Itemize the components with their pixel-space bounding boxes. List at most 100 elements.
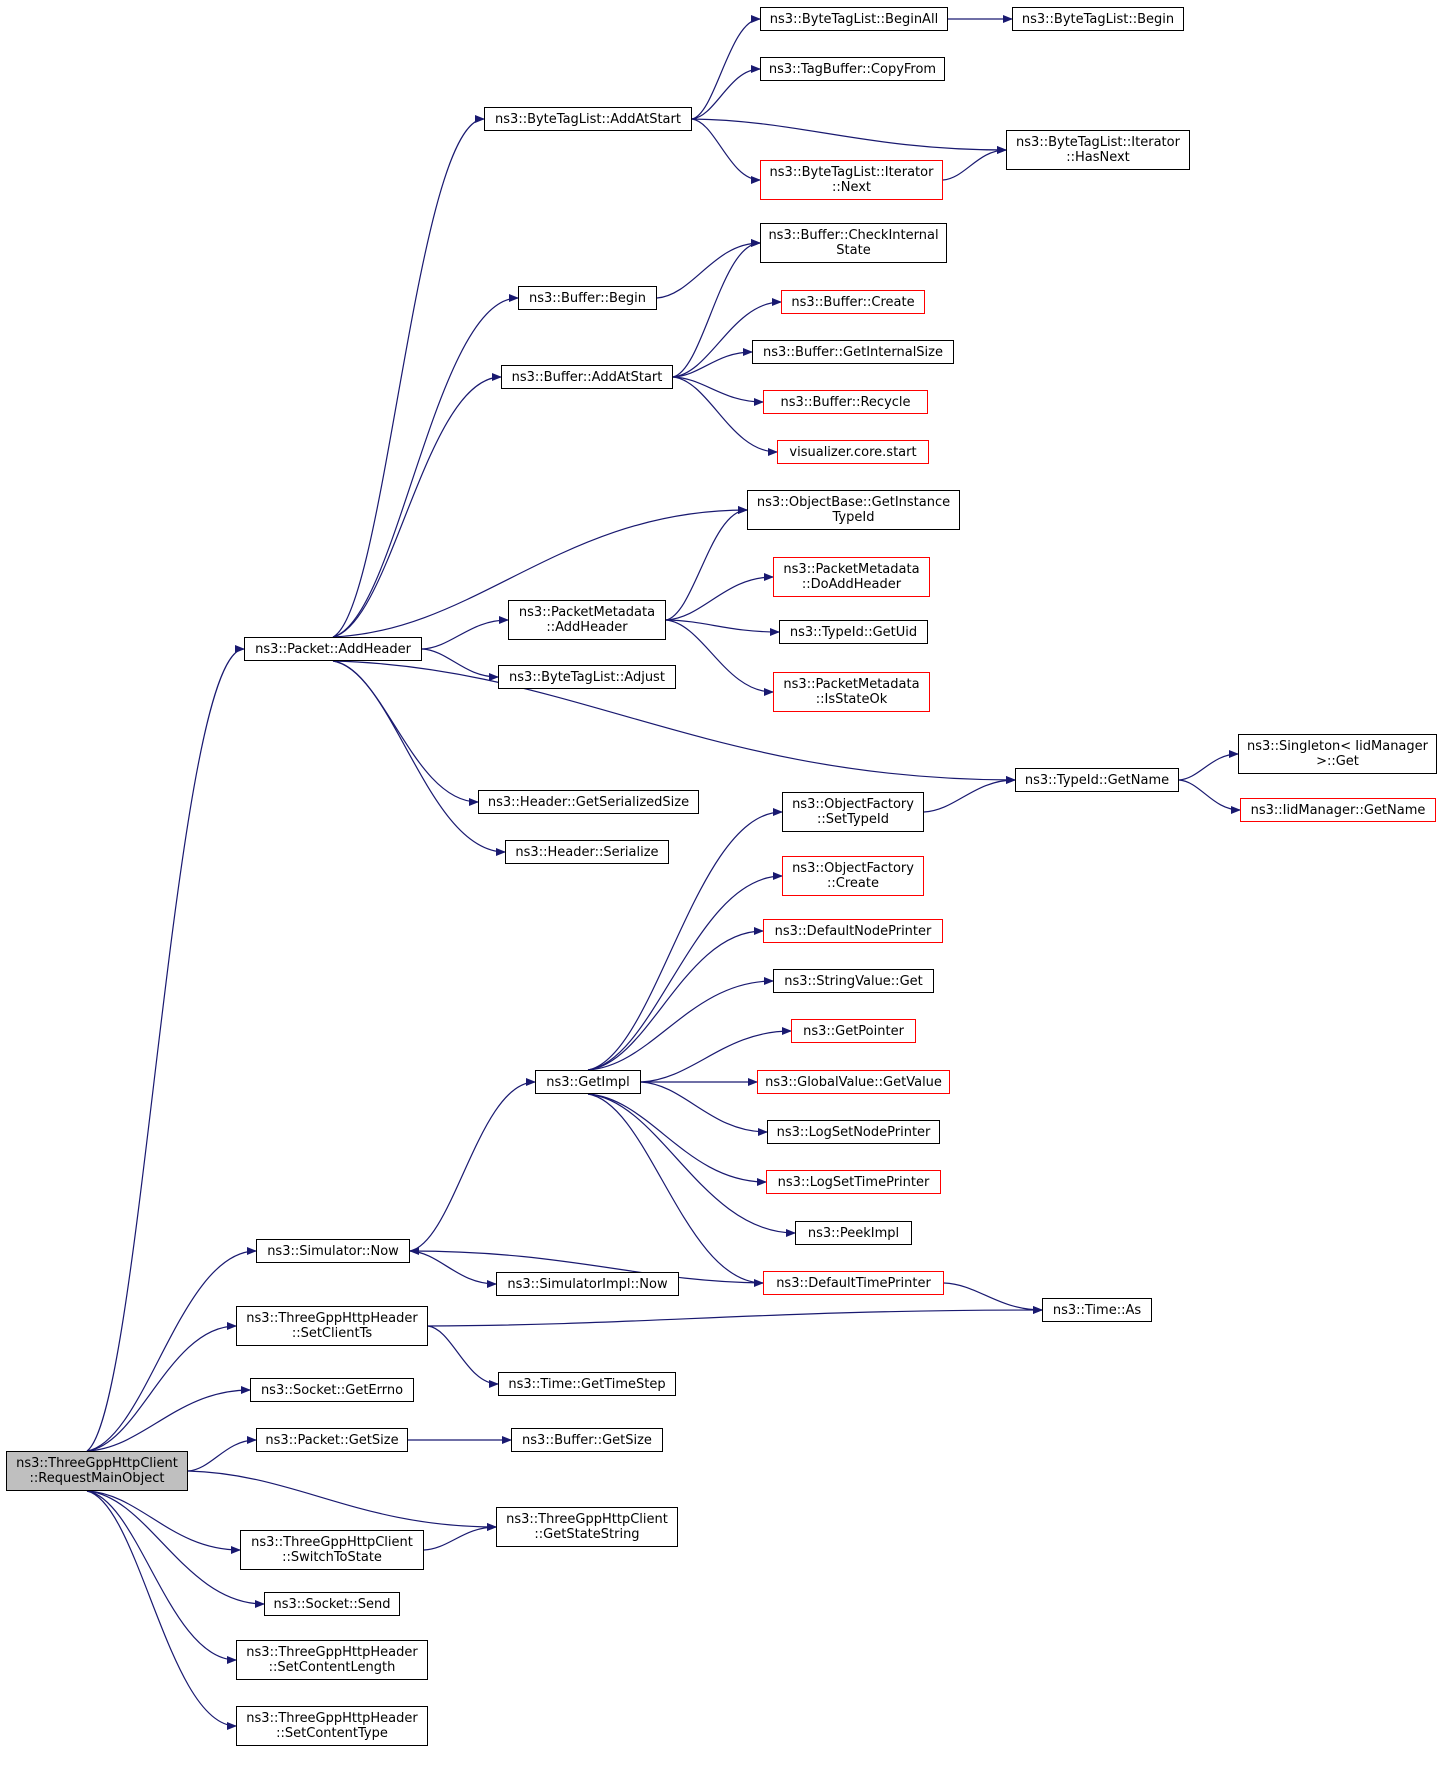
node-time-gettimestep[interactable]: ns3::Time::GetTimeStep (498, 1372, 676, 1396)
node-root: ns3::ThreeGppHttpClient ::RequestMainObj… (6, 1451, 188, 1491)
edge-pm-addheader-to-typeid-getuid (665, 619, 780, 636)
edge-buf-begin-to-buf-checkinternal (656, 239, 761, 299)
edge-pkt-addheader-to-typeid-getname (332, 660, 1016, 784)
edge-pkt-addheader-to-objbase-getinstance (332, 506, 748, 638)
node-hdr-getserializedsize[interactable]: ns3::Header::GetSerializedSize (478, 790, 699, 814)
node-of-create[interactable]: ns3::ObjectFactory ::Create (782, 856, 924, 896)
node-time-as[interactable]: ns3::Time::As (1042, 1298, 1152, 1322)
node-hdr-serialize[interactable]: ns3::Header::Serialize (505, 840, 669, 864)
node-typeid-getname[interactable]: ns3::TypeId::GetName (1015, 768, 1179, 792)
node-buf-begin[interactable]: ns3::Buffer::Begin (518, 286, 657, 310)
node-globalvalue-getvalue[interactable]: ns3::GlobalValue::GetValue (757, 1070, 950, 1094)
node-pkt-addheader[interactable]: ns3::Packet::AddHeader (244, 637, 422, 661)
edge-root-to-hh-setclientts (86, 1322, 237, 1452)
node-buf-checkinternal[interactable]: ns3::Buffer::CheckInternal State (760, 223, 947, 263)
edge-buf-addatstart-to-buf-create (672, 298, 782, 378)
edge-buf-addatstart-to-buf-recycle (672, 376, 764, 406)
edge-root-to-hh-setcontenttype (86, 1490, 237, 1730)
node-getimpl[interactable]: ns3::GetImpl (535, 1070, 641, 1094)
edge-getimpl-to-peekimpl (587, 1093, 796, 1237)
edge-root-to-hc-getstatestring (187, 1470, 497, 1531)
node-iidmgr-getname[interactable]: ns3::IidManager::GetName (1240, 798, 1436, 822)
edge-getimpl-to-logsetnodeprinter (640, 1081, 768, 1136)
edge-of-settypeid-to-typeid-getname (923, 776, 1016, 813)
node-btl-addatstart[interactable]: ns3::ByteTagList::AddAtStart (484, 107, 692, 131)
edge-buf-addatstart-to-buf-checkinternal (672, 239, 761, 378)
node-buf-create[interactable]: ns3::Buffer::Create (781, 290, 925, 314)
node-hh-setcontenttype[interactable]: ns3::ThreeGppHttpHeader ::SetContentType (236, 1706, 428, 1746)
edge-defaulttimeprinter-to-time-as (943, 1282, 1043, 1314)
edge-pkt-addheader-to-btl-addatstart (332, 115, 485, 638)
node-tagbuf-copyfrom[interactable]: ns3::TagBuffer::CopyFrom (760, 57, 945, 81)
node-hh-setcontentlength[interactable]: ns3::ThreeGppHttpHeader ::SetContentLeng… (236, 1640, 428, 1680)
node-of-settypeid[interactable]: ns3::ObjectFactory ::SetTypeId (782, 792, 924, 832)
edge-getimpl-to-getpointer (640, 1027, 792, 1083)
node-pm-isstateok[interactable]: ns3::PacketMetadata ::IsStateOk (773, 672, 930, 712)
edge-buf-addatstart-to-vis-core-start (672, 376, 778, 456)
node-buf-addatstart[interactable]: ns3::Buffer::AddAtStart (501, 365, 673, 389)
edge-getimpl-to-logsettimeprinter (587, 1093, 767, 1186)
edge-sim-now-to-simimpl-now (409, 1250, 497, 1288)
edge-root-to-hh-setcontentlength (86, 1490, 237, 1664)
edge-pm-addheader-to-objbase-getinstance (665, 506, 748, 621)
node-typeid-getuid[interactable]: ns3::TypeId::GetUid (779, 620, 928, 644)
node-defaultnodeprinter[interactable]: ns3::DefaultNodePrinter (763, 919, 943, 943)
node-vis-core-start[interactable]: visualizer.core.start (777, 440, 929, 464)
node-defaulttimeprinter[interactable]: ns3::DefaultTimePrinter (763, 1271, 944, 1295)
edge-root-to-sock-geterrno (86, 1386, 251, 1452)
edge-btl-addatstart-to-btl-beginall (691, 15, 761, 120)
node-logsetnodeprinter[interactable]: ns3::LogSetNodePrinter (767, 1120, 940, 1144)
edge-root-to-sock-send (86, 1490, 265, 1608)
edge-btl-it-next-to-btl-it-hasnext (942, 146, 1007, 181)
edge-hh-setclientts-to-time-as (427, 1306, 1043, 1327)
node-sock-send[interactable]: ns3::Socket::Send (264, 1592, 400, 1616)
node-hh-setclientts[interactable]: ns3::ThreeGppHttpHeader ::SetClientTs (236, 1306, 428, 1346)
node-hc-getstatestring[interactable]: ns3::ThreeGppHttpClient ::GetStateString (496, 1507, 678, 1547)
edge-getimpl-to-of-create (587, 872, 783, 1071)
edge-defaulttimeprinter-to-sim-now (409, 1247, 764, 1284)
node-sock-geterrno[interactable]: ns3::Socket::GetErrno (250, 1378, 414, 1402)
edge-root-to-pkt-addheader (86, 645, 245, 1452)
node-btl-adjust[interactable]: ns3::ByteTagList::Adjust (498, 665, 676, 689)
edge-pkt-addheader-to-buf-begin (332, 294, 519, 638)
node-btl-it-hasnext[interactable]: ns3::ByteTagList::Iterator ::HasNext (1006, 130, 1190, 170)
node-peekimpl[interactable]: ns3::PeekImpl (795, 1221, 912, 1245)
edge-pm-addheader-to-pm-doaddheader (665, 573, 774, 621)
edge-hh-setclientts-to-time-gettimestep (427, 1325, 499, 1388)
edge-pkt-addheader-to-pm-addheader (421, 616, 509, 650)
edge-pkt-addheader-to-hdr-serialize (332, 660, 506, 856)
node-singleton-get[interactable]: ns3::Singleton< IidManager >::Get (1238, 734, 1437, 774)
edge-pm-addheader-to-pm-isstateok (665, 619, 774, 696)
edge-root-to-sim-now (86, 1247, 257, 1452)
node-logsettimeprinter[interactable]: ns3::LogSetTimePrinter (766, 1170, 941, 1194)
edge-hc-switchtostate-to-hc-getstatestring (423, 1523, 497, 1551)
node-buf-getsize[interactable]: ns3::Buffer::GetSize (511, 1428, 663, 1452)
edge-root-to-pkt-getsize (187, 1436, 257, 1472)
node-getpointer[interactable]: ns3::GetPointer (791, 1019, 916, 1043)
edge-pkt-addheader-to-hdr-getserializedsize (332, 660, 479, 806)
edge-getimpl-to-stringvalue-get (587, 977, 774, 1071)
edge-pkt-addheader-to-buf-addatstart (332, 373, 502, 638)
node-buf-recycle[interactable]: ns3::Buffer::Recycle (763, 390, 928, 414)
node-hc-switchtostate[interactable]: ns3::ThreeGppHttpClient ::SwitchToState (240, 1530, 424, 1570)
node-btl-begin[interactable]: ns3::ByteTagList::Begin (1012, 7, 1184, 31)
node-btl-beginall[interactable]: ns3::ByteTagList::BeginAll (760, 7, 948, 31)
node-sim-now[interactable]: ns3::Simulator::Now (256, 1239, 410, 1263)
edge-getimpl-to-of-settypeid (587, 808, 783, 1071)
node-simimpl-now[interactable]: ns3::SimulatorImpl::Now (496, 1272, 679, 1296)
node-objbase-getinstance[interactable]: ns3::ObjectBase::GetInstance TypeId (747, 490, 960, 530)
edge-btl-addatstart-to-btl-it-hasnext (691, 118, 1007, 154)
edge-pkt-addheader-to-btl-adjust (421, 648, 499, 681)
node-pm-addheader[interactable]: ns3::PacketMetadata ::AddHeader (508, 600, 666, 640)
node-btl-it-next[interactable]: ns3::ByteTagList::Iterator ::Next (760, 160, 943, 200)
node-stringvalue-get[interactable]: ns3::StringValue::Get (773, 969, 934, 993)
node-pm-doaddheader[interactable]: ns3::PacketMetadata ::DoAddHeader (773, 557, 930, 597)
edge-getimpl-to-defaulttimeprinter (587, 1093, 764, 1287)
edge-root-to-hc-switchtostate (86, 1490, 241, 1554)
node-buf-getinternalsize[interactable]: ns3::Buffer::GetInternalSize (752, 340, 954, 364)
node-pkt-getsize[interactable]: ns3::Packet::GetSize (256, 1428, 408, 1452)
edge-buf-addatstart-to-buf-getinternalsize (672, 348, 753, 378)
edge-typeid-getname-to-iidmgr-getname (1178, 779, 1241, 814)
edge-btl-addatstart-to-tagbuf-copyfrom (691, 65, 761, 120)
